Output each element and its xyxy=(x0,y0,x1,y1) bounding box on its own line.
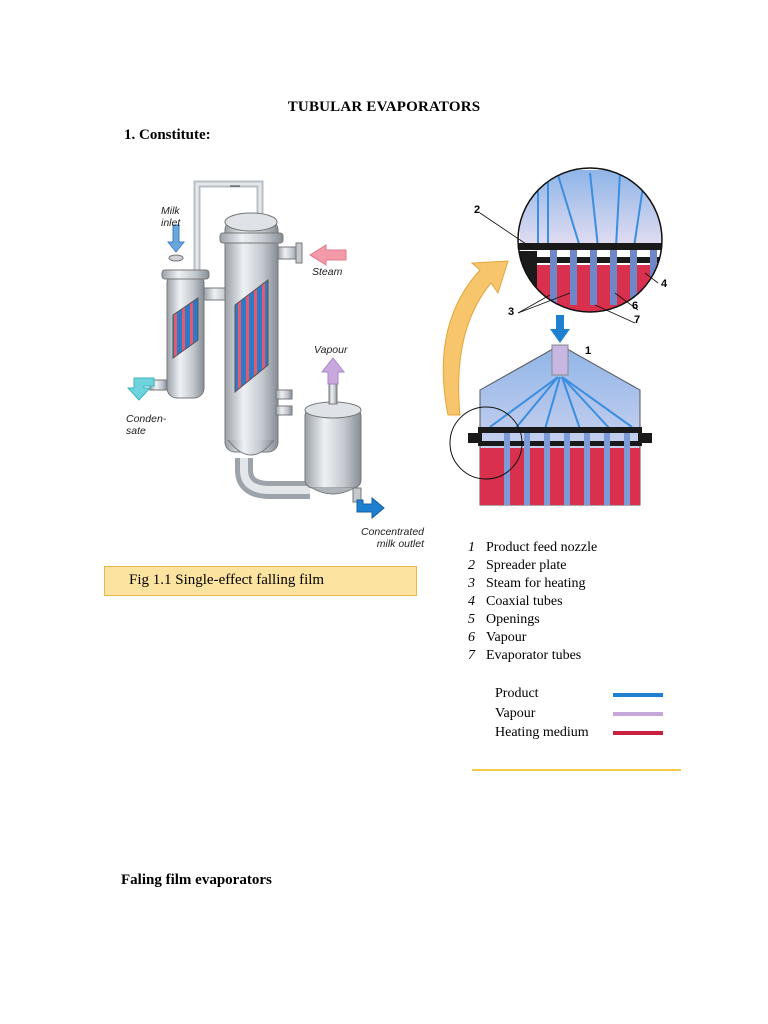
outlet-arrow xyxy=(356,496,385,520)
steam-arrow xyxy=(309,244,347,266)
magnified-detail xyxy=(518,168,662,312)
evaporator-diagram xyxy=(126,180,385,520)
steam-label: Steam xyxy=(312,266,343,278)
product-swatch xyxy=(613,693,663,697)
feed-arrow xyxy=(550,315,570,343)
distribution-detail-diagram xyxy=(442,167,663,506)
callout-4: 4 xyxy=(661,278,668,290)
zoom-arrow xyxy=(442,260,509,416)
preheater-cutaway xyxy=(172,297,199,359)
vapour-label: Vapour xyxy=(314,344,348,356)
cross-section xyxy=(468,315,652,506)
page-title: TUBULAR EVAPORATORS xyxy=(287,99,481,115)
color-key-vapour: Vapour xyxy=(495,705,536,721)
section-heading: 1. Constitute: xyxy=(124,127,211,143)
callout-3: 3 xyxy=(508,306,515,318)
vapour-arrow xyxy=(320,357,346,385)
color-key: Product Vapour Heating medium xyxy=(495,684,589,743)
callout-2: 2 xyxy=(474,204,481,216)
calandria-cutaway xyxy=(234,278,269,394)
heating-swatch xyxy=(613,731,663,735)
vapour-swatch xyxy=(613,712,663,716)
divider-line xyxy=(472,769,681,771)
callout-7: 7 xyxy=(634,314,641,326)
color-key-product: Product xyxy=(495,686,539,701)
condensate-arrow xyxy=(126,377,155,401)
milk-inlet-arrow xyxy=(166,224,186,253)
figure-caption: Fig 1.1 Single-effect falling film xyxy=(104,566,417,596)
color-key-heating: Heating medium xyxy=(495,725,589,740)
separator-vessel xyxy=(304,407,362,489)
callout-1: 1 xyxy=(585,345,592,357)
subheading: Faling film evaporators xyxy=(121,872,272,888)
condensate-label: Conden-sate xyxy=(126,413,167,437)
callout-6: 6 xyxy=(632,300,639,312)
